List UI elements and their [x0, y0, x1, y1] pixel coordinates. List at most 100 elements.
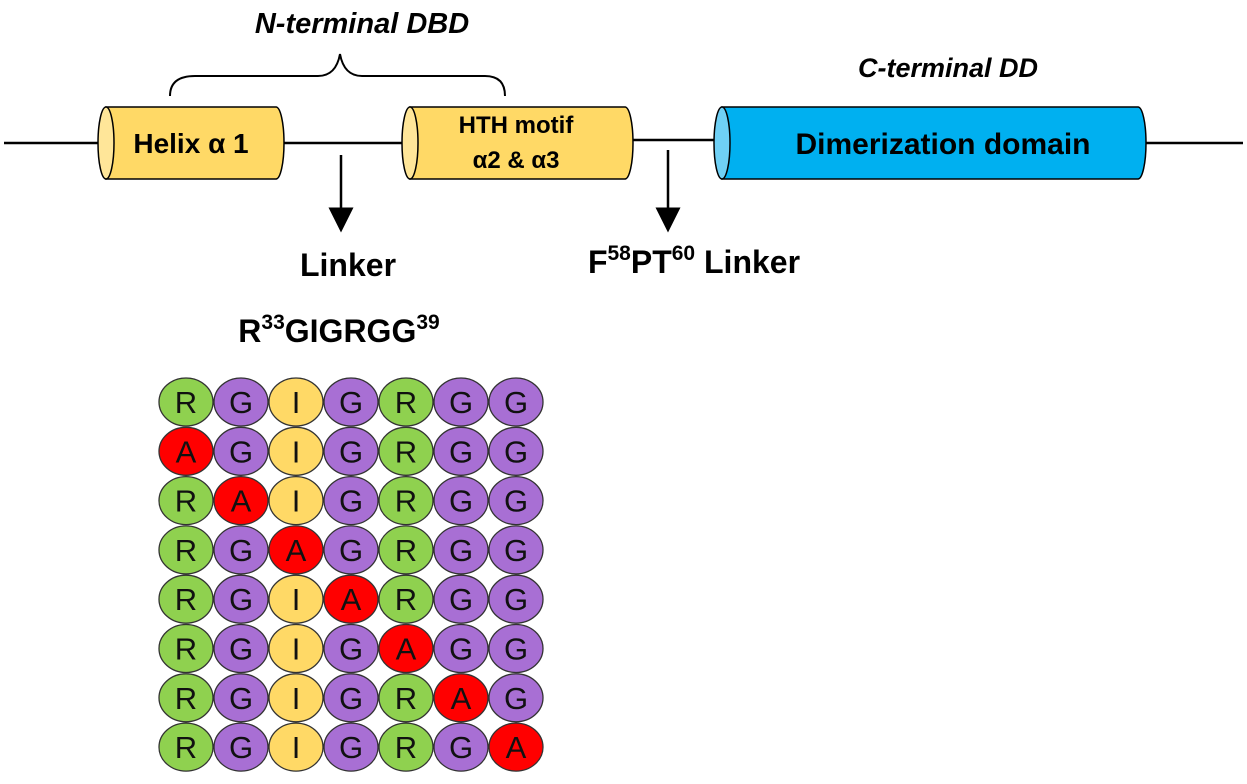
hth-label-line2: α2 & α3: [473, 147, 560, 174]
residue-circle: [158, 525, 214, 575]
backbone-line: [4, 138, 1243, 145]
residue-letter: G: [449, 533, 473, 568]
residue-4-2: G: [213, 525, 269, 575]
residue-letter: R: [395, 385, 417, 420]
residue-7-3: I: [268, 673, 324, 723]
residue-5-4: A: [323, 574, 379, 624]
residue-6-5: A: [378, 623, 434, 674]
residue-6-4: G: [323, 623, 379, 674]
hth-label-line1: HTH motif: [459, 112, 575, 139]
residue-letter: G: [449, 730, 473, 765]
residue-letter: G: [229, 632, 253, 667]
residue-letter: G: [229, 434, 253, 469]
residue-circle: [268, 574, 324, 624]
residue-circle: [433, 673, 489, 723]
residue-letter: R: [395, 484, 417, 519]
residue-6-7: G: [488, 623, 544, 674]
residue-6-3: I: [268, 623, 324, 674]
residue-circle: [323, 426, 379, 476]
residue-1-4: G: [323, 377, 379, 427]
residue-circle: [488, 475, 544, 526]
residue-1-7: G: [488, 377, 544, 427]
residue-circle: [268, 377, 324, 427]
linker1-sequence: R33GIGRGG39: [238, 311, 439, 349]
residue-letter: G: [339, 730, 363, 765]
residue-circle: [433, 426, 489, 476]
residue-5-6: G: [433, 574, 489, 624]
residue-circle: [488, 426, 544, 476]
residue-6-6: G: [433, 623, 489, 674]
residue-letter: I: [292, 484, 301, 519]
residue-circle: [488, 377, 544, 427]
residue-letter: I: [292, 681, 301, 716]
residue-circle: [488, 574, 544, 624]
residue-3-7: G: [488, 475, 544, 526]
residue-letter: A: [451, 681, 472, 716]
residue-letter: I: [292, 582, 301, 617]
residue-circle: [488, 722, 544, 772]
residue-letter: R: [175, 484, 197, 519]
n-terminal-brace: [169, 53, 506, 97]
residue-7-4: G: [323, 673, 379, 723]
residue-2-3: I: [268, 426, 324, 476]
residue-7-1: R: [158, 673, 214, 723]
residue-letter: G: [339, 434, 363, 469]
residue-7-5: R: [378, 673, 434, 723]
residue-circle: [158, 722, 214, 772]
residue-circle: [213, 475, 269, 526]
residue-4-4: G: [323, 525, 379, 575]
residue-circle: [433, 475, 489, 526]
residue-letter: G: [229, 730, 253, 765]
linker1-label: Linker: [300, 247, 396, 283]
residue-circle: [433, 525, 489, 575]
residue-circle: [213, 623, 269, 674]
residue-circle: [323, 673, 379, 723]
residue-circle: [268, 426, 324, 476]
residue-5-2: G: [213, 574, 269, 624]
residue-1-5: R: [378, 377, 434, 427]
residue-letter: R: [175, 632, 197, 667]
linker2-label: F58PT60 Linker: [588, 242, 800, 280]
residue-letter: R: [175, 533, 197, 568]
residue-letter: G: [229, 385, 253, 420]
residue-letter: G: [449, 484, 473, 519]
residue-letter: I: [292, 434, 301, 469]
residue-3-2: A: [213, 475, 269, 526]
residue-letter: G: [504, 681, 528, 716]
residue-1-3: I: [268, 377, 324, 427]
residue-8-7: A: [488, 722, 544, 772]
residue-2-7: G: [488, 426, 544, 476]
residue-circle: [433, 574, 489, 624]
residue-letter: R: [395, 730, 417, 765]
residue-circle: [488, 623, 544, 674]
residue-letter: A: [396, 632, 417, 667]
residue-2-5: R: [378, 426, 434, 476]
residue-circle: [213, 377, 269, 427]
residue-circle: [378, 673, 434, 723]
residue-letter: I: [292, 730, 301, 765]
residue-8-4: G: [323, 722, 379, 772]
residue-letter: G: [504, 434, 528, 469]
residue-letter: A: [506, 730, 527, 765]
residue-5-3: I: [268, 574, 324, 624]
residue-circle: [213, 673, 269, 723]
residue-letter: G: [504, 632, 528, 667]
residue-letter: G: [449, 434, 473, 469]
residue-8-3: I: [268, 722, 324, 772]
residue-letter: G: [504, 484, 528, 519]
residue-circle: [378, 574, 434, 624]
residue-letter: A: [341, 582, 362, 617]
residue-4-6: G: [433, 525, 489, 575]
helix-alpha1-cylinder: Helix α 1: [97, 106, 285, 180]
residue-circle: [158, 426, 214, 476]
residue-circle: [378, 623, 434, 674]
residue-circle: [268, 525, 324, 575]
residue-letter: I: [292, 385, 301, 420]
residue-circle: [378, 722, 434, 772]
residue-8-5: R: [378, 722, 434, 772]
residue-letter: G: [339, 385, 363, 420]
residue-2-1: A: [158, 426, 214, 476]
residue-circle: [158, 574, 214, 624]
residue-circle: [378, 426, 434, 476]
